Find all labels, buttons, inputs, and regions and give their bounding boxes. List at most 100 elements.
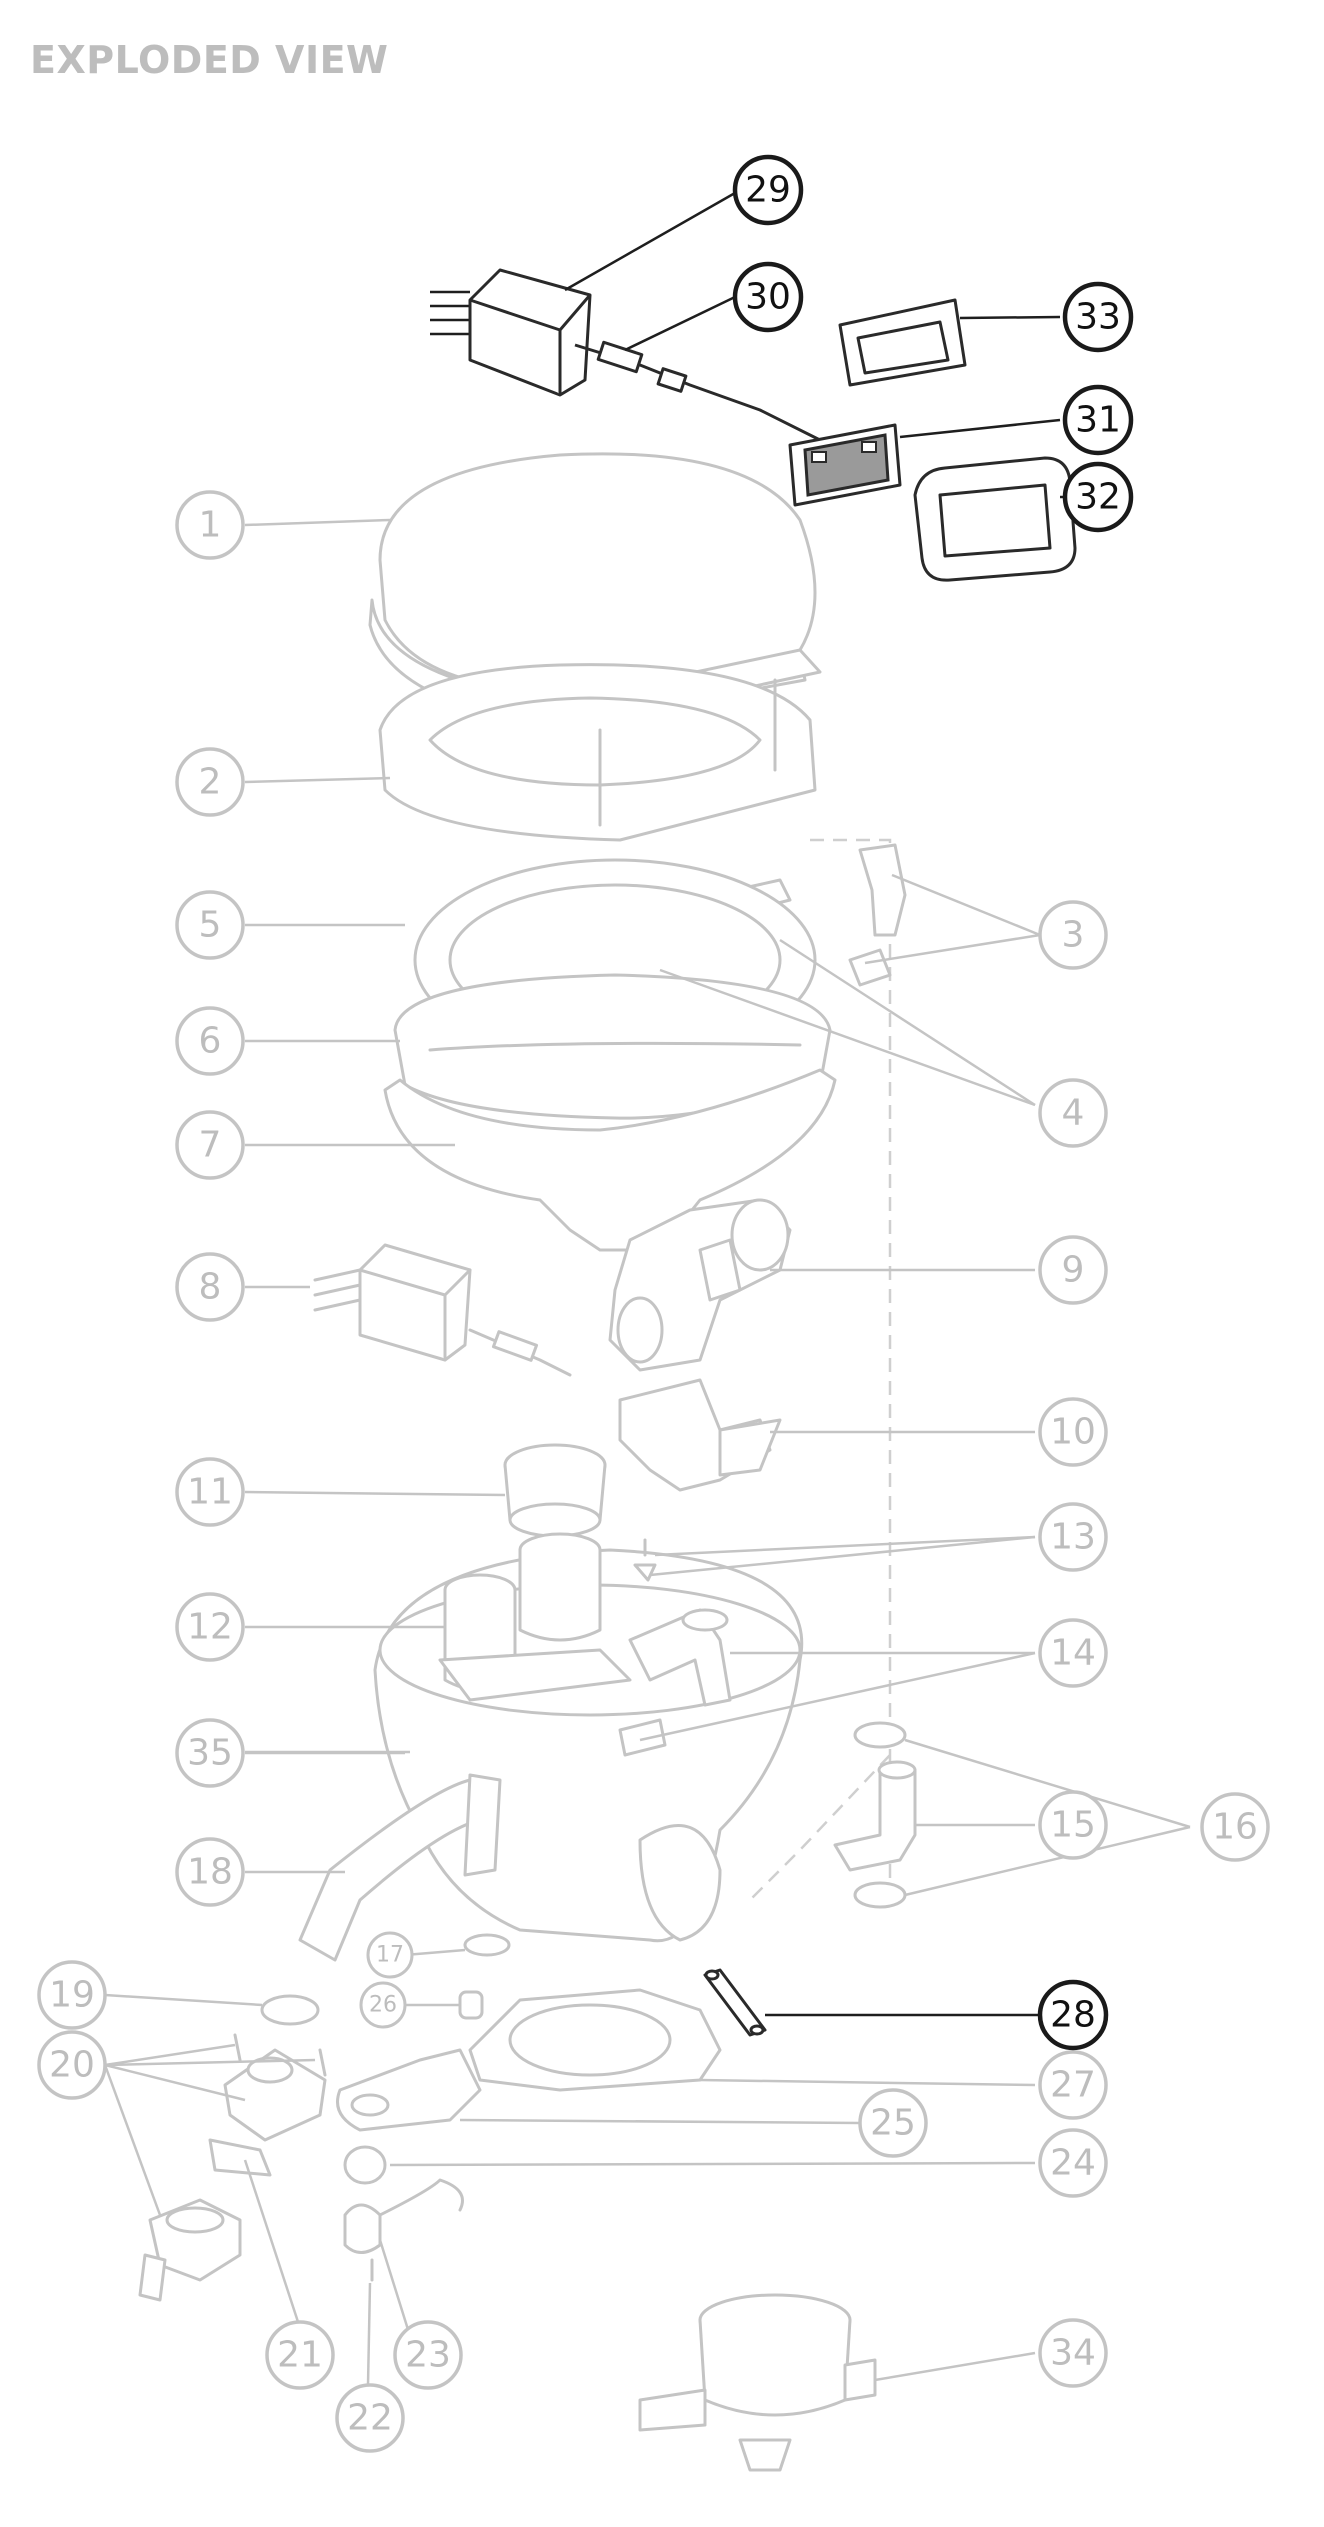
callout-1: 1 <box>175 490 245 560</box>
leader-lines-light <box>103 518 1191 2386</box>
callout-label: 31 <box>1075 400 1121 441</box>
callout-label: 19 <box>49 1975 95 2016</box>
part-21-discharge-flange <box>138 2048 327 2302</box>
part-23-sensor <box>343 2178 464 2254</box>
callout-13: 13 <box>1038 1502 1108 1572</box>
callout-26: 26 <box>359 1981 407 2029</box>
callout-30: 30 <box>732 261 804 333</box>
callout-label: 15 <box>1050 1805 1096 1846</box>
callout-label: 10 <box>1050 1412 1096 1453</box>
callout-9: 9 <box>1038 1235 1108 1305</box>
part-34-inline-strainer <box>638 2293 877 2472</box>
callout-27: 27 <box>1038 2050 1108 2120</box>
part-24-cap <box>343 2145 387 2185</box>
callout-label: 6 <box>199 1021 222 1062</box>
callout-29: 29 <box>732 154 804 226</box>
callout-label: 17 <box>376 1943 404 1968</box>
callout-17: 17 <box>366 1931 414 1979</box>
callout-label: 25 <box>870 2103 916 2144</box>
callout-label: 2 <box>199 762 222 803</box>
callout-label: 5 <box>199 905 222 946</box>
part-11-coupling <box>503 1443 607 1538</box>
callout-2: 2 <box>175 747 245 817</box>
callout-21: 21 <box>265 2320 335 2390</box>
callout-4: 4 <box>1038 1078 1108 1148</box>
callout-32: 32 <box>1062 461 1134 533</box>
callout-label: 30 <box>745 277 791 318</box>
part-14-inlet-fitting <box>618 1608 732 1757</box>
part-20-flange-screws <box>233 2033 327 2077</box>
part-16-hose-clamps <box>853 1721 907 1909</box>
part-2-seat <box>378 663 817 842</box>
callout-8: 8 <box>175 1252 245 1322</box>
callout-label: 16 <box>1212 1807 1258 1848</box>
callout-7: 7 <box>175 1110 245 1180</box>
callout-label: 34 <box>1050 2333 1096 2374</box>
callout-label: 14 <box>1050 1633 1096 1674</box>
callout-label: 18 <box>187 1852 233 1893</box>
callout-label: 20 <box>49 2045 95 2086</box>
callout-label: 29 <box>745 170 791 211</box>
callout-34: 34 <box>1038 2318 1108 2388</box>
part-28-strap <box>703 1968 767 2037</box>
callout-label: 7 <box>199 1125 222 1166</box>
callout-16: 16 <box>1200 1792 1270 1862</box>
part-9-macerator-pump <box>608 1198 792 1372</box>
callout-33: 33 <box>1062 281 1134 353</box>
part-26-plug <box>458 1990 484 2020</box>
part-25-mounting-bracket <box>336 2048 482 2132</box>
part-3-elbow-fitting <box>848 843 907 987</box>
callout-6: 6 <box>175 1006 245 1076</box>
callout-12: 12 <box>175 1592 245 1662</box>
callout-35: 35 <box>175 1718 245 1788</box>
callout-label: 13 <box>1050 1517 1096 1558</box>
callout-label: 12 <box>187 1607 233 1648</box>
callout-label: 8 <box>199 1267 222 1308</box>
part-32-bezel <box>913 456 1077 582</box>
callout-25: 25 <box>858 2088 928 2158</box>
callout-22: 22 <box>335 2383 405 2453</box>
part-12-motor <box>438 1532 632 1702</box>
callout-11: 11 <box>175 1457 245 1527</box>
callout-label: 9 <box>1062 1250 1085 1291</box>
callout-19: 19 <box>37 1960 107 2030</box>
part-17-small-clamp <box>463 1933 511 1957</box>
part-8-pump-control-box <box>313 1243 572 1377</box>
callout-label: 1 <box>199 505 222 546</box>
part-33-gasket <box>838 298 967 387</box>
callout-label: 23 <box>405 2335 451 2376</box>
callout-label: 33 <box>1075 297 1121 338</box>
part-19-clamp <box>260 1994 320 2026</box>
part-10-valve-body <box>618 1378 782 1492</box>
callout-label: 4 <box>1062 1093 1085 1134</box>
callout-3: 3 <box>1038 900 1108 970</box>
part-13-screw <box>633 1538 657 1582</box>
callout-20: 20 <box>37 2030 107 2100</box>
callout-label: 11 <box>187 1472 233 1513</box>
callout-label: 3 <box>1062 915 1085 956</box>
part-31-switch-plate <box>788 423 902 507</box>
callout-5: 5 <box>175 890 245 960</box>
callout-24: 24 <box>1038 2128 1108 2198</box>
callout-28: 28 <box>1037 1979 1109 2051</box>
callout-label: 35 <box>187 1733 233 1774</box>
part-15-elbow-hose <box>833 1760 917 1872</box>
part-29-control-module <box>430 268 592 397</box>
callout-label: 27 <box>1050 2065 1096 2106</box>
callout-label: 21 <box>277 2335 323 2376</box>
assembly-dashed-line <box>749 838 892 1901</box>
callout-label: 22 <box>347 2398 393 2439</box>
callout-23: 23 <box>393 2320 463 2390</box>
part-18-discharge-hose <box>298 1773 502 1962</box>
page-title: EXPLODED VIEW <box>30 38 389 82</box>
leader-lines-dark <box>564 191 1070 2017</box>
callout-14: 14 <box>1038 1618 1108 1688</box>
part-7-bowl <box>383 1068 837 1252</box>
callout-label: 28 <box>1050 1995 1096 2036</box>
callout-31: 31 <box>1062 384 1134 456</box>
callout-18: 18 <box>175 1837 245 1907</box>
part-27-base-plate <box>468 1988 722 2092</box>
callout-15: 15 <box>1038 1790 1108 1860</box>
callout-label: 32 <box>1075 477 1121 518</box>
